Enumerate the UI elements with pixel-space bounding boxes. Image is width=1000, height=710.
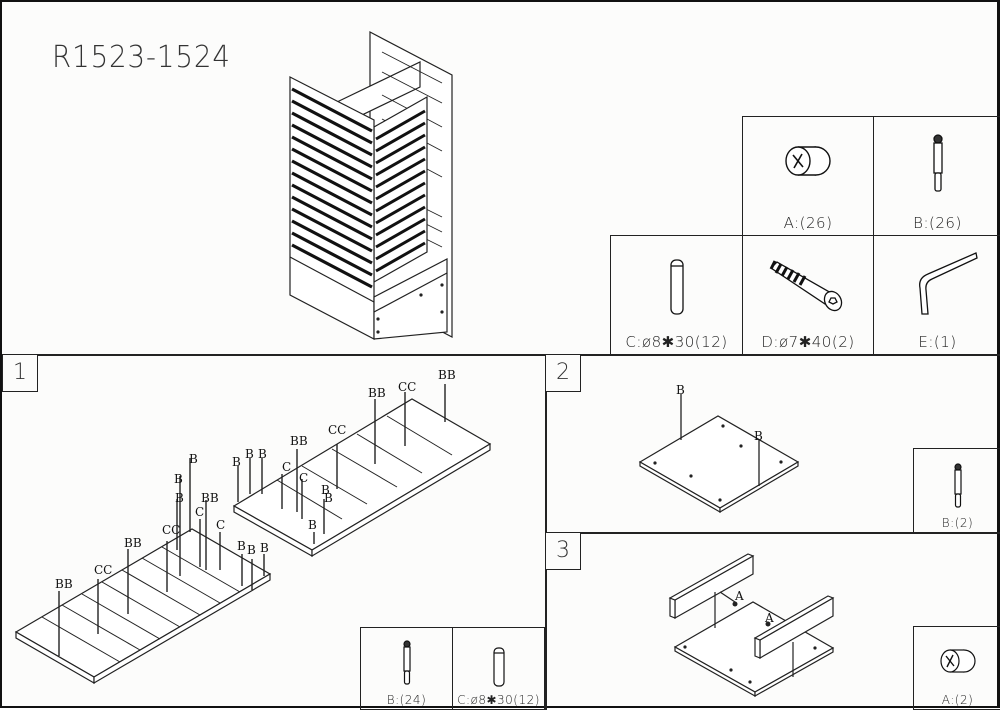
callout-label: BB <box>438 368 456 382</box>
step-1-part-cell-c: C:ø8✱30(12) <box>452 627 545 710</box>
step-number-3: 3 <box>545 532 581 570</box>
step-3-illustration: A A <box>668 553 835 698</box>
callout-label: B <box>174 472 183 486</box>
assembled-slatwall-unit-illustration <box>289 31 453 340</box>
callout-label: BB <box>201 491 219 505</box>
part-label-c: C:ø8✱30(12) <box>625 333 728 351</box>
callout-label: B <box>754 429 763 443</box>
step-1-illustration: BB CC BB CC B B B BB C C B B B B B B C B… <box>14 368 492 685</box>
callout-label: CC <box>94 563 112 577</box>
callout-label: A <box>764 611 774 625</box>
callout-label: CC <box>162 523 180 537</box>
callout-label: C <box>216 518 225 532</box>
callout-label: BB <box>55 577 73 591</box>
part-label-b: B:(26) <box>913 214 962 232</box>
callout-label: B <box>321 483 330 497</box>
model-title: R1523-1524 <box>52 40 231 75</box>
callout-label: C <box>195 505 204 519</box>
part-label-d: D:ø7✱40(2) <box>761 333 855 351</box>
callout-label: B <box>324 491 333 505</box>
callout-label: B <box>237 539 246 553</box>
step-1-part-cell-b: B:(24) <box>360 627 453 710</box>
callout-label: B <box>308 518 317 532</box>
step-1-part-label-b: B:(24) <box>386 693 427 707</box>
callout-label: CC <box>398 380 416 394</box>
part-cell-d: D:ø7✱40(2) <box>742 235 874 355</box>
wooden-dowel-icon <box>492 647 505 687</box>
allen-key-icon <box>918 252 978 315</box>
step-1-part-label-c: C:ø8✱30(12) <box>457 693 540 707</box>
cam-bolt-icon <box>402 640 411 685</box>
step-3-part-label-a: A:(2) <box>941 693 974 707</box>
cam-lock-icon <box>939 649 976 673</box>
cam-bolt-icon <box>932 134 943 192</box>
callout-label: BB <box>124 536 142 550</box>
callout-label: BB <box>368 386 386 400</box>
step-number-2: 2 <box>545 354 581 392</box>
step-2-part-label-b: B:(2) <box>941 516 974 530</box>
wooden-dowel-icon <box>669 259 684 315</box>
part-label-a: A:(26) <box>783 214 833 232</box>
callout-label: A <box>734 589 744 603</box>
callout-label: B <box>260 541 269 555</box>
callout-label: B <box>247 543 256 557</box>
divider-horizontal-main <box>2 354 1000 356</box>
callout-label: BB <box>290 434 308 448</box>
step-3-part-cell-a: A:(2) <box>913 626 1000 710</box>
cam-bolt-icon <box>953 463 962 508</box>
callout-label: B <box>258 447 267 461</box>
callout-label: B <box>232 455 241 469</box>
part-cell-b: B:(26) <box>873 116 1000 236</box>
callout-label: B <box>189 452 198 466</box>
callout-label: B <box>676 383 685 397</box>
cam-lock-icon <box>785 146 831 176</box>
callout-label: CC <box>328 423 346 437</box>
callout-label: B <box>245 447 254 461</box>
callout-label: C <box>282 460 291 474</box>
callout-label: C <box>299 471 308 485</box>
part-cell-c: C:ø8✱30(12) <box>610 235 743 355</box>
step-2-illustration: B B <box>638 383 800 514</box>
step-number-1: 1 <box>2 354 38 392</box>
divider-horizontal-right <box>545 532 1000 534</box>
part-cell-e: E:(1) <box>873 235 1000 355</box>
part-cell-a: A:(26) <box>742 116 874 236</box>
step-2-part-cell-b: B:(2) <box>913 448 1000 533</box>
connector-screw-icon <box>769 260 843 312</box>
callout-label: B <box>175 491 184 505</box>
part-label-e: E:(1) <box>918 333 957 351</box>
